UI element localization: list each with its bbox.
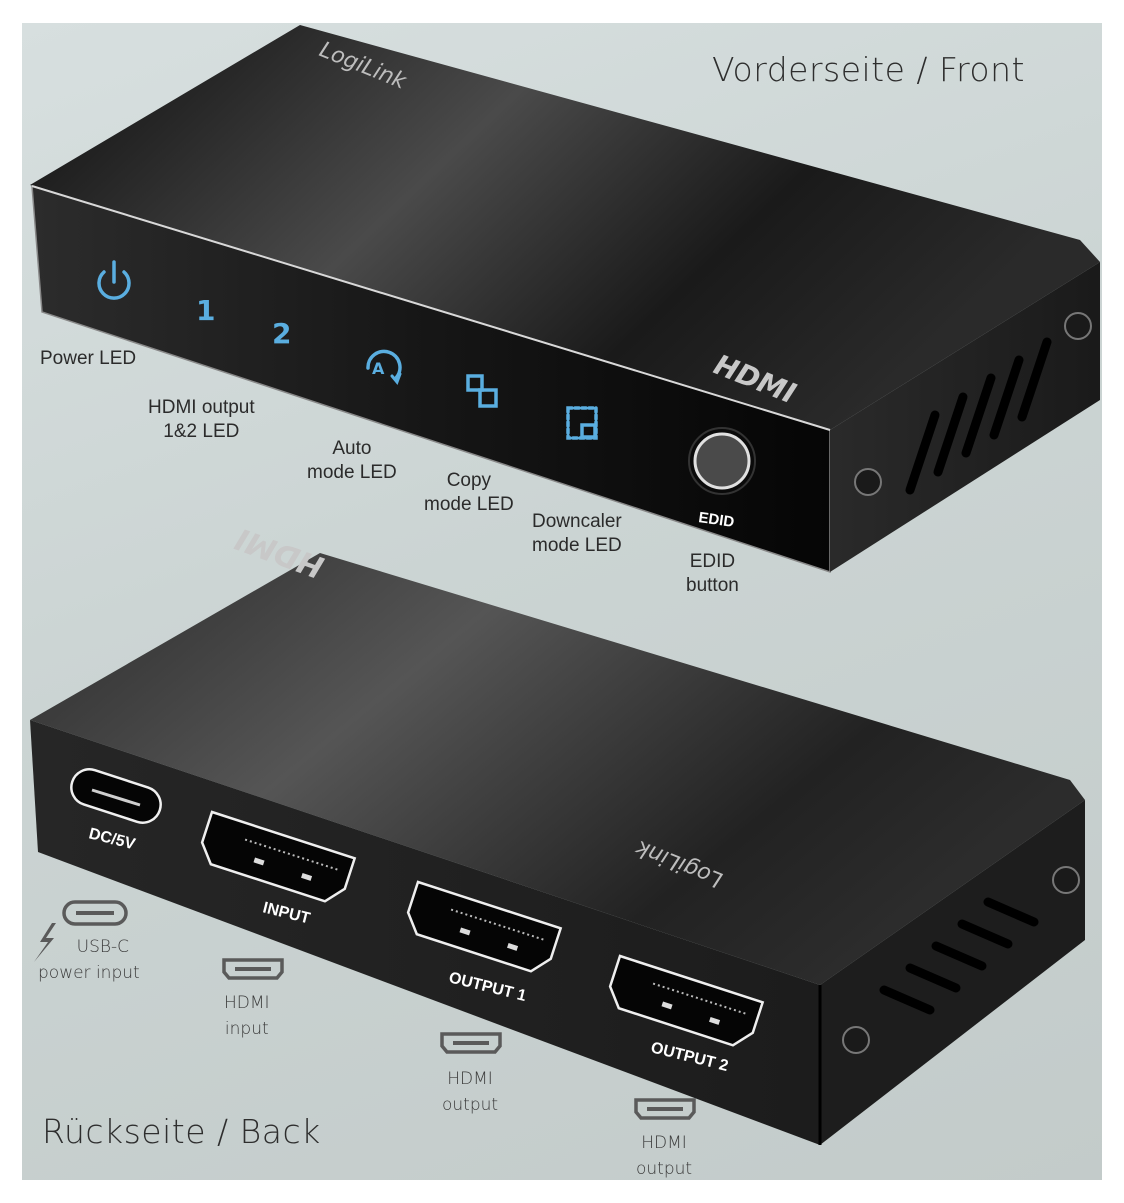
callout-hdmi-output-1: HDMI output — [442, 1069, 499, 1115]
back-device-top-face — [30, 553, 1085, 985]
usb-c-port — [70, 768, 162, 824]
callout-usb-c-power: USB-C power input — [38, 937, 140, 983]
back-heading: Rückseite / Back — [42, 1112, 321, 1151]
power-icon — [97, 260, 131, 300]
copy-mode-icon — [466, 374, 498, 408]
back-device-side-panel — [820, 800, 1085, 1145]
usb-c-icon — [62, 900, 128, 926]
screw-icon — [854, 312, 1092, 496]
screw-icon — [842, 866, 1080, 1054]
hdmi-output1-port — [406, 880, 563, 973]
back-side-vents — [879, 897, 1039, 1015]
callout-downscaler-mode-led: Downcaler mode LED — [532, 511, 622, 556]
callout-copy-mode-led: Copy mode LED — [424, 470, 514, 515]
hdmi-logo: HDMI — [231, 520, 329, 584]
callout-auto-mode-led: Auto mode LED — [307, 438, 397, 483]
callout-hdmi-output-2: HDMI output — [636, 1133, 693, 1179]
front-heading: Vorderseite / Front — [712, 50, 1025, 89]
hdmi-port-icon — [634, 1098, 696, 1120]
callout-hdmi-output-led: HDMI output 1&2 LED — [148, 397, 255, 442]
auto-mode-icon — [366, 349, 402, 385]
hdmi-port-icon — [222, 958, 284, 980]
callout-edid-button: EDID button — [686, 551, 739, 596]
led-row — [97, 260, 598, 440]
hdmi-output2-port — [608, 954, 765, 1047]
front-device-side-panel — [830, 262, 1100, 572]
callout-power-led: Power LED — [40, 348, 137, 369]
back-device: HDMI LogiLink DC/5V INPUT OUTPUT 1 OUTPU… — [30, 520, 1085, 1145]
output2-led: 2 — [272, 317, 291, 350]
output1-led: 1 — [196, 294, 215, 327]
front-side-vents — [905, 337, 1052, 495]
auto-mode-letter: A — [372, 359, 385, 378]
downscaler-mode-icon-inner — [580, 423, 597, 439]
front-device: LogiLink HDMI 1 2 A — [30, 25, 1100, 574]
hdmi-port-icon — [440, 1032, 502, 1054]
front-device-top-face — [30, 25, 1100, 430]
hdmi-input-port — [200, 810, 357, 903]
callout-hdmi-input: HDMI input — [224, 993, 270, 1039]
edid-button[interactable] — [688, 427, 756, 495]
edid-button-label: EDID — [697, 509, 735, 531]
